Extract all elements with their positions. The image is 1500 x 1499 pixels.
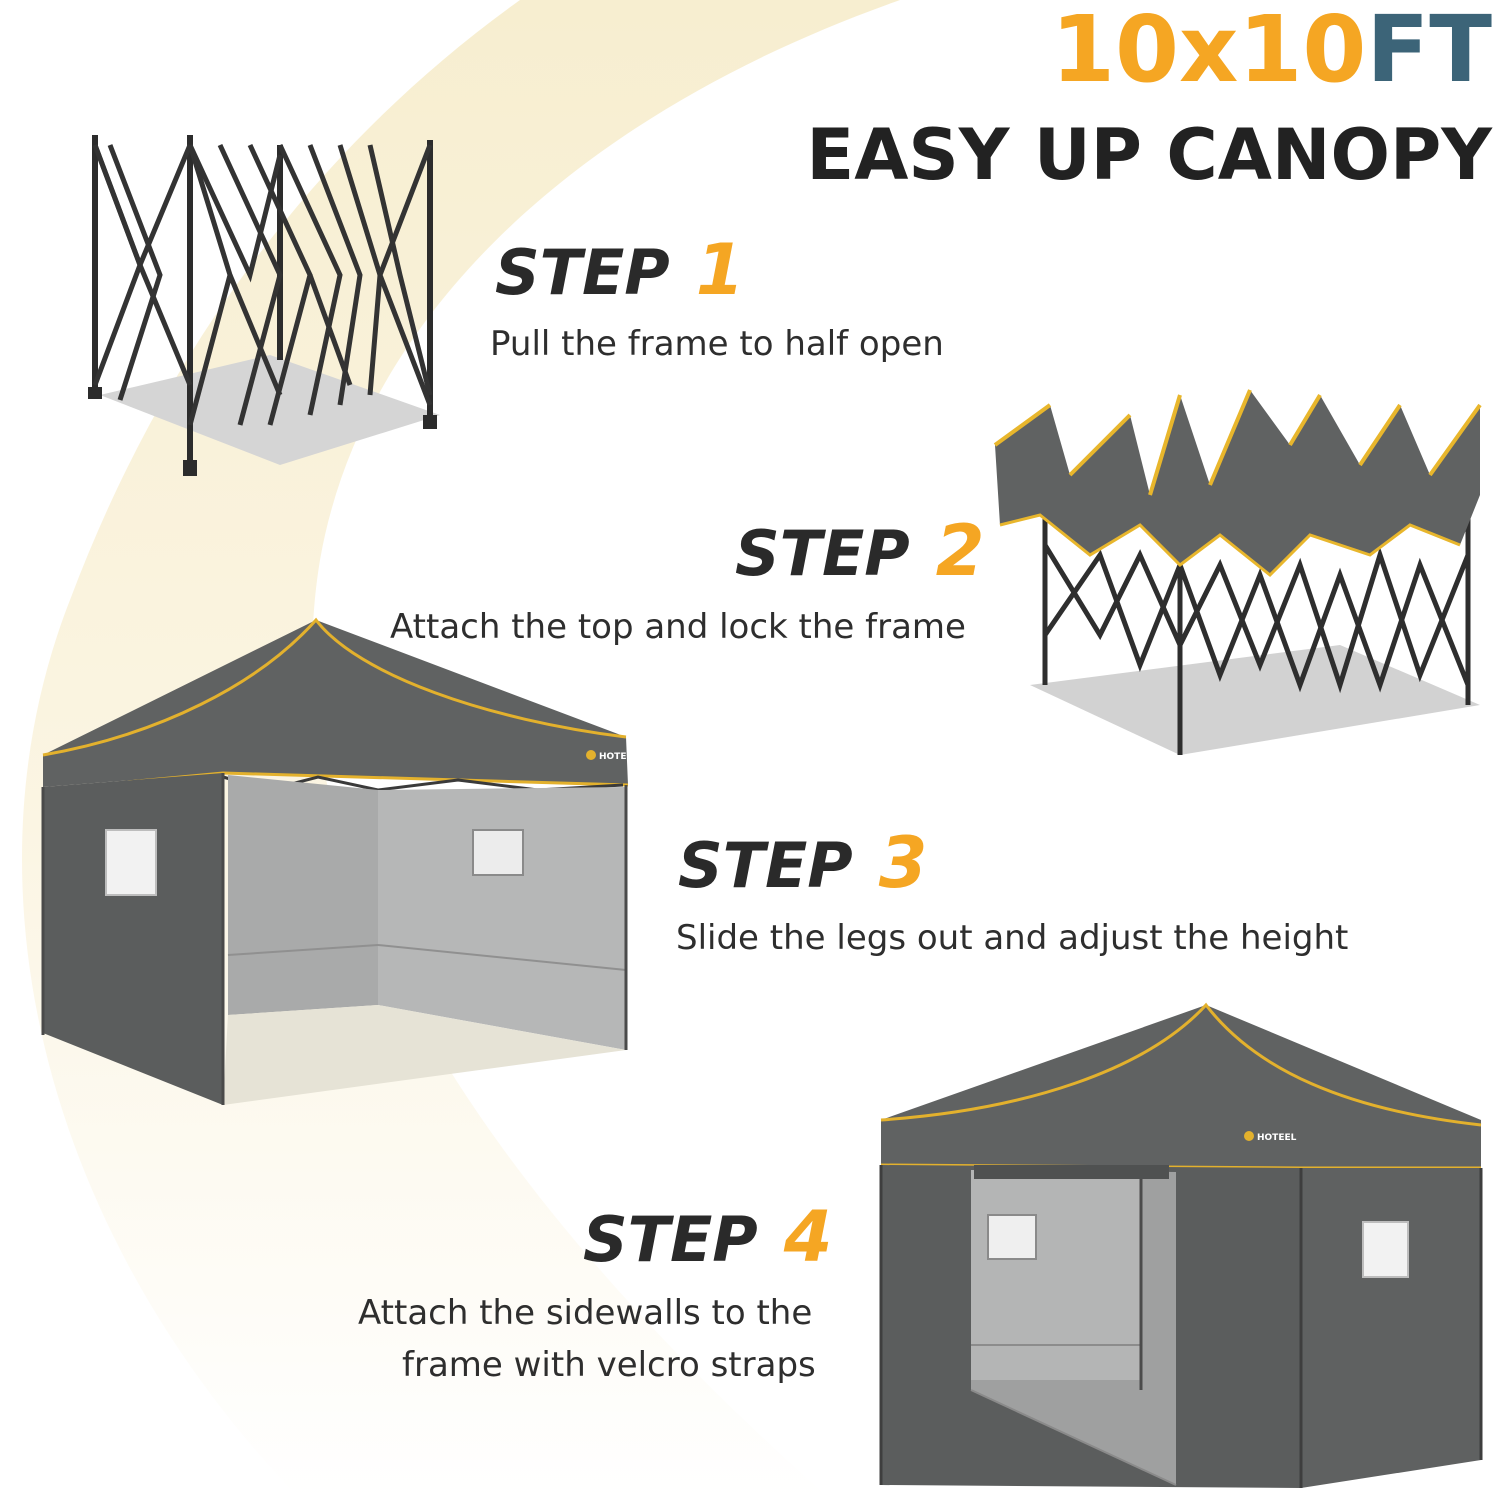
brand-logo-2: HOTEEL bbox=[1257, 1133, 1297, 1143]
step-2-label: STEP bbox=[735, 517, 910, 590]
size-unit: FT bbox=[1366, 0, 1492, 103]
folded-frame-illustration bbox=[88, 135, 440, 476]
brand-logo-1: HOTEEL bbox=[599, 752, 638, 762]
size-number: 10x10 bbox=[1050, 0, 1367, 103]
step-1-number: 1 bbox=[695, 229, 745, 311]
step-2-description: Attach the top and lock the frame bbox=[390, 607, 966, 647]
half-open-canopy-illustration bbox=[993, 389, 1482, 755]
step-3-number: 3 bbox=[878, 822, 928, 904]
canopy-fully-enclosed-illustration: HOTEEL bbox=[879, 1002, 1483, 1488]
step-2-number: 2 bbox=[935, 510, 985, 592]
size-title: 10x10FT bbox=[1051, 0, 1492, 100]
step-4-description-line-1: Attach the sidewalls to the bbox=[358, 1293, 813, 1333]
step-3-description: Slide the legs out and adjust the height bbox=[676, 918, 1349, 958]
canopy-with-two-walls-illustration: HOTEEL bbox=[41, 617, 638, 1105]
step-4-description-line-2: frame with velcro straps bbox=[402, 1345, 816, 1385]
step-1-description: Pull the frame to half open bbox=[490, 324, 944, 364]
step-1-label: STEP bbox=[495, 236, 670, 309]
page-title: EASY UP CANOPY bbox=[806, 114, 1492, 196]
step-4-label: STEP bbox=[583, 1203, 758, 1276]
step-4-number: 4 bbox=[783, 1196, 833, 1278]
step-3-label: STEP bbox=[678, 829, 853, 902]
